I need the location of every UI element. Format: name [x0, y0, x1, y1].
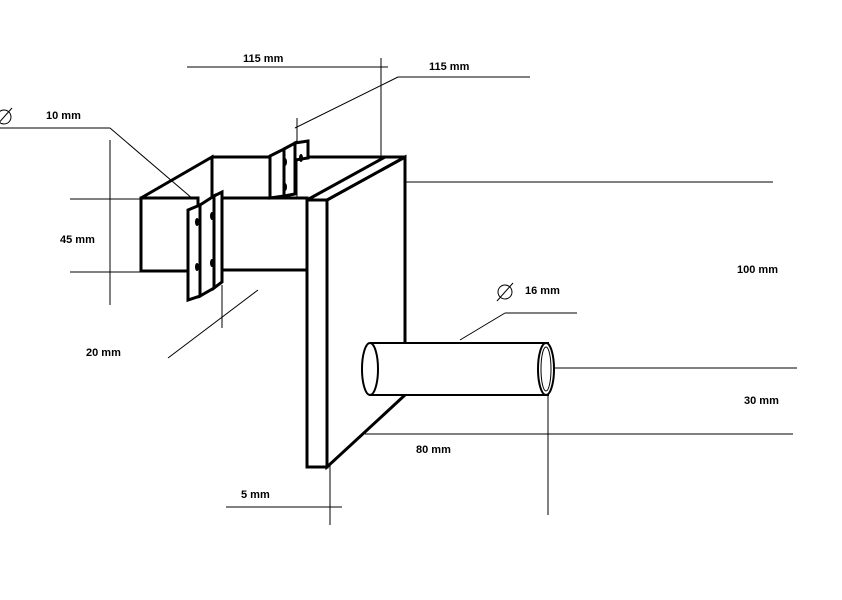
pin-cylinder	[361, 342, 555, 396]
ear-plate-back-outer	[268, 146, 286, 200]
leader-bolt	[109, 127, 201, 206]
leader-pin-dia	[459, 312, 506, 341]
label-top-width-side: 115 mm	[429, 61, 470, 73]
diameter-icon	[496, 282, 514, 302]
bolt-hole	[210, 259, 214, 267]
plate-front-face	[305, 198, 329, 469]
bolt-hole	[283, 183, 287, 191]
channel-front-wall	[216, 196, 309, 272]
channel-left-top	[140, 154, 214, 200]
label-pin-diameter: 16 mm	[525, 285, 560, 297]
bolt-hole	[210, 212, 214, 220]
ear-plate-back-inner	[282, 140, 297, 198]
label-plate-height: 100 mm	[737, 264, 778, 276]
bolt-hole	[299, 154, 303, 162]
pin-base-end	[361, 342, 379, 396]
bolt-hole	[283, 158, 287, 166]
bolt-hole	[195, 218, 199, 226]
label-pin-length: 80 mm	[416, 444, 451, 456]
plate-side-face	[325, 154, 407, 471]
bracket-body	[139, 139, 555, 471]
ear-plate-left-inner	[198, 193, 216, 299]
ear-plate-left-edge	[212, 189, 224, 291]
label-channel-depth: 20 mm	[86, 347, 121, 359]
diameter-icon	[0, 107, 13, 125]
label-plate-thickness: 5 mm	[241, 489, 270, 501]
label-bolt-diameter: 10 mm	[46, 110, 81, 122]
dimension-lines	[0, 58, 797, 525]
diameter-symbols	[0, 107, 514, 302]
dim-line-side-width-diag	[294, 76, 399, 129]
dim-line-channel-depth	[167, 289, 259, 359]
ear-plate-back-edge	[293, 139, 310, 162]
plate-top-edge	[306, 155, 406, 202]
label-channel-height: 45 mm	[60, 234, 95, 246]
pin-free-end	[537, 342, 555, 396]
label-top-width-front: 115 mm	[243, 53, 284, 65]
bolt-hole	[195, 263, 199, 271]
dimension-labels: 115 mm 115 mm 10 mm 45 mm 20 mm 100 mm 1…	[46, 53, 779, 501]
label-pin-offset: 30 mm	[744, 395, 779, 407]
